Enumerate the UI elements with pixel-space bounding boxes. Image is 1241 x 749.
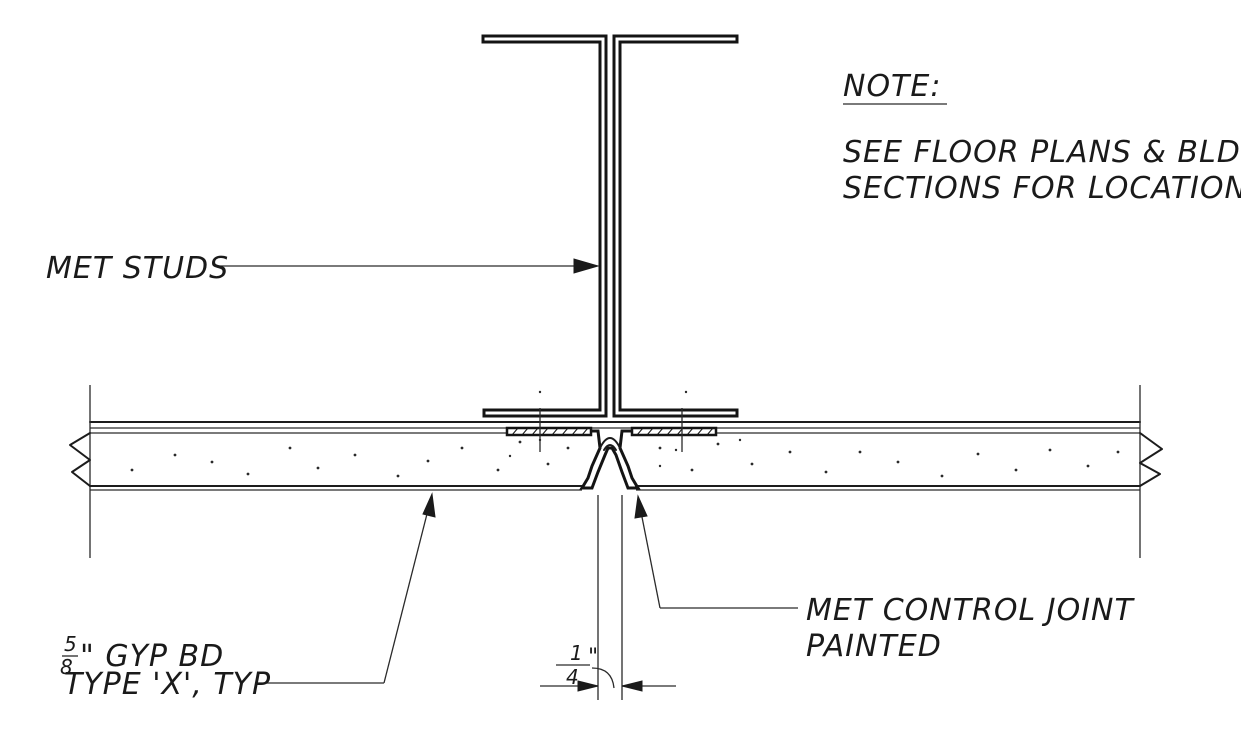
control-joint-line-2: PAINTED [806,629,942,664]
label-gyp-bd: 5 8 " GYP BD TYPE 'X', TYP [60,632,271,702]
note-block: NOTE: SEE FLOOR PLANS & BLD( SECTIONS FO… [843,69,1241,206]
metal-control-joint [505,408,718,490]
gyp-fraction-denominator: 8 [60,655,74,679]
gyp-label-line-2: TYPE 'X', TYP [64,667,271,702]
note-heading: NOTE: [843,69,941,104]
dimension-numerator: 1 [570,641,584,665]
gyp-fraction-numerator: 5 [64,632,78,656]
metal-stud [481,34,739,418]
label-met-studs: MET STUDS [46,251,229,286]
dimension-label: 1 4 " [556,641,599,689]
leader-met-studs [218,258,600,274]
leader-gyp-bd [258,492,436,684]
dimension-unit: " [588,645,599,670]
gyp-label-line-1: " GYP BD [80,639,224,674]
note-line-2: SECTIONS FOR LOCATIONS [843,171,1241,206]
control-joint-line-1: MET CONTROL JOINT [806,593,1135,628]
leader-control-joint [634,494,798,609]
gypsum-board [69,385,1163,558]
label-control-joint: MET CONTROL JOINT PAINTED [806,593,1135,664]
note-line-1: SEE FLOOR PLANS & BLD( [843,135,1241,170]
joint-width-dimension [540,495,676,700]
dimension-denominator: 4 [566,665,580,689]
